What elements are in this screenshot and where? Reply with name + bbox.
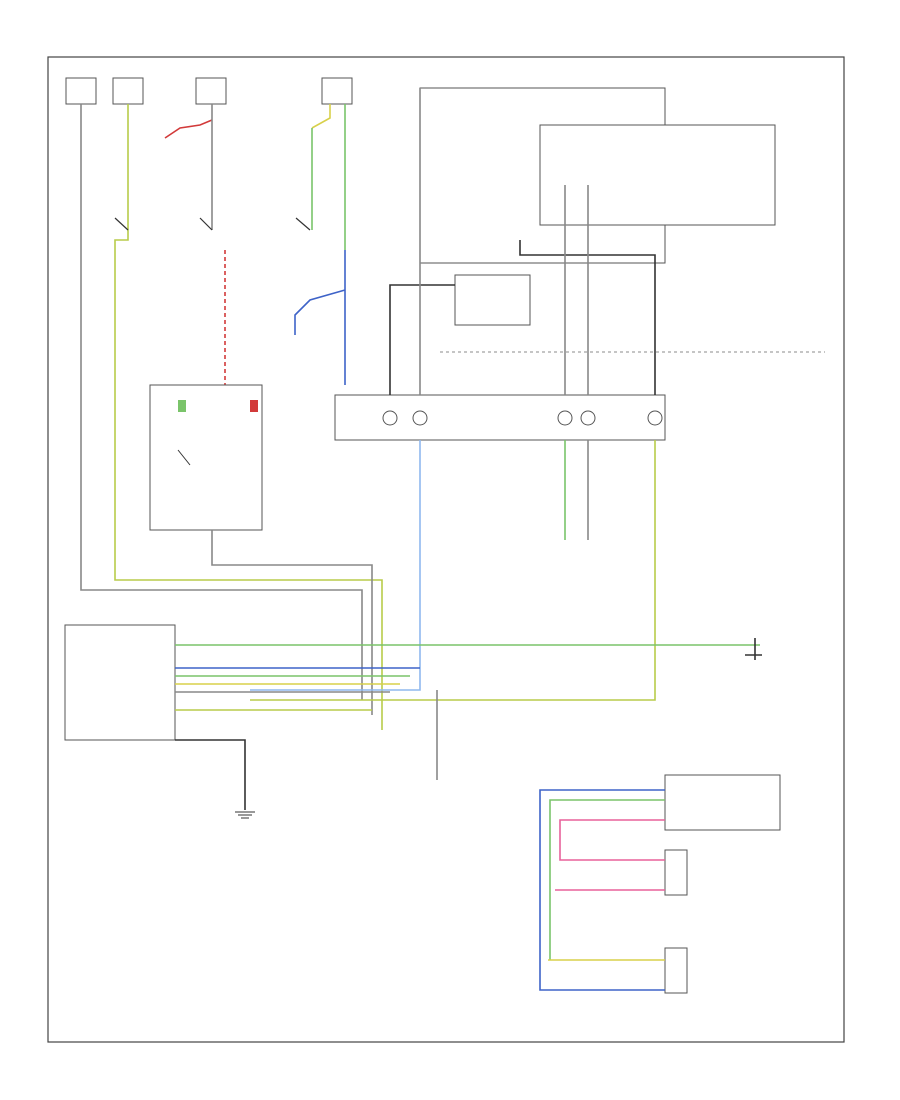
diagram-frame xyxy=(47,56,845,1043)
speed-sensor xyxy=(664,774,781,994)
wire-light-blue xyxy=(250,440,421,691)
fuse-2 xyxy=(112,77,144,105)
wire-gray-1 xyxy=(564,185,589,395)
fuse-1 xyxy=(65,77,97,105)
brake-switch xyxy=(114,217,129,231)
wire-lr-green xyxy=(549,799,665,960)
deactivator-switch xyxy=(295,217,311,231)
fuse-3 xyxy=(195,77,227,105)
wire-ground xyxy=(175,739,246,810)
wire-lr-blue xyxy=(539,789,665,991)
wire-lr-pink xyxy=(559,819,665,861)
wire-fuse2 xyxy=(114,104,383,730)
servo xyxy=(334,394,666,441)
ground-icon xyxy=(235,811,255,819)
wire-control-out xyxy=(211,530,373,715)
clutch-switch xyxy=(199,217,213,231)
fuse-4 xyxy=(321,77,353,105)
wire-fuse3-red xyxy=(164,119,213,139)
control-switch xyxy=(149,384,263,531)
pcm xyxy=(419,87,776,326)
wire-yellow-green xyxy=(250,440,656,701)
right-connector xyxy=(745,638,762,660)
wire-blue xyxy=(294,250,346,385)
wire-black-1 xyxy=(389,284,455,395)
wire-fuse4-yellow xyxy=(311,104,331,129)
airbag-sensor xyxy=(64,624,176,741)
